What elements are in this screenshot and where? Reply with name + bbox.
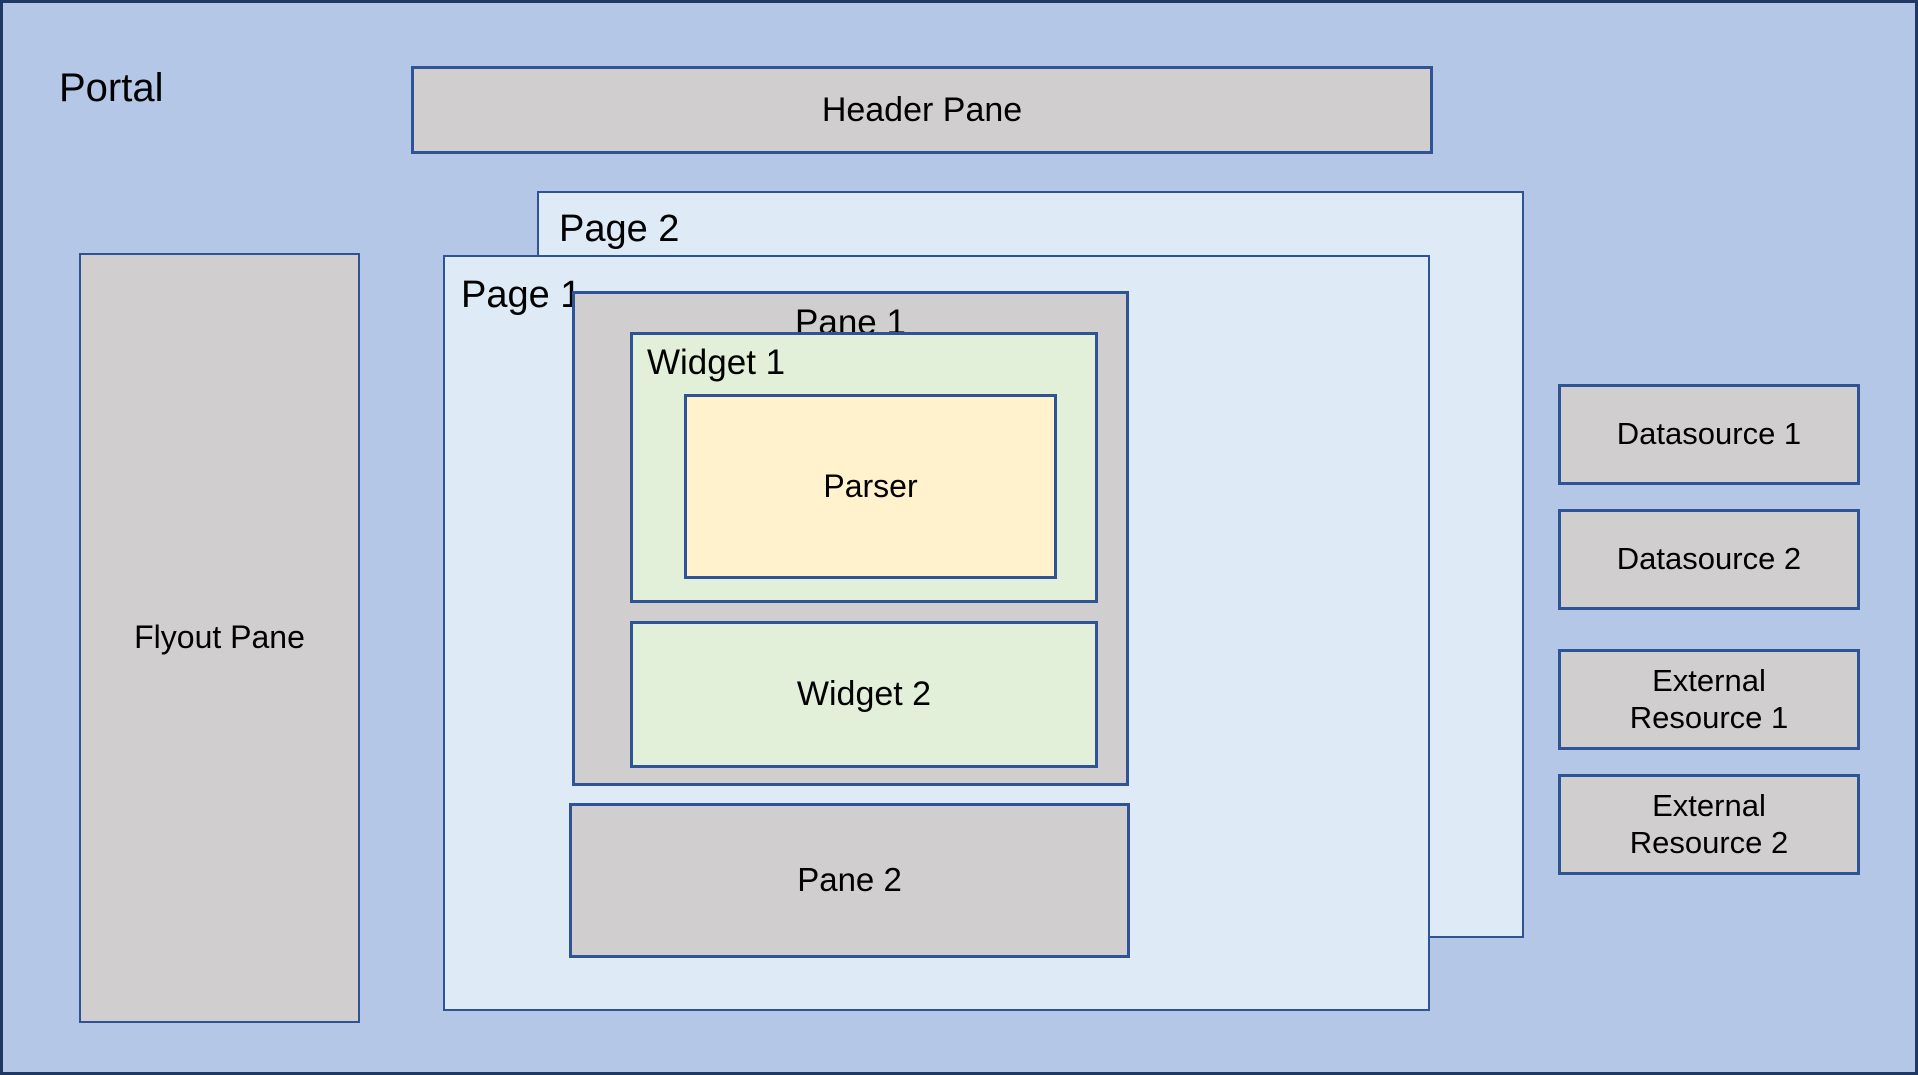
datasource-1-box[interactable]: Datasource 1 (1558, 384, 1860, 485)
flyout-pane-label: Flyout Pane (134, 619, 305, 656)
pane-2-box[interactable]: Pane 2 (569, 803, 1130, 958)
external-resource-1-box[interactable]: External Resource 1 (1558, 649, 1860, 750)
parser-box[interactable]: Parser (684, 394, 1057, 579)
widget-2-label: Widget 2 (796, 675, 932, 714)
header-pane-box[interactable]: Header Pane (411, 66, 1433, 154)
flyout-pane-box[interactable]: Flyout Pane (79, 253, 360, 1023)
portal-title: Portal (59, 66, 164, 110)
widget-1-box[interactable]: Widget 1 Parser (630, 332, 1098, 603)
pane-2-label: Pane 2 (797, 861, 902, 899)
external-resource-2-line2: Resource 2 (1629, 824, 1789, 860)
datasource-2-label: Datasource 2 (1616, 541, 1802, 577)
external-resource-1-label: External Resource 1 (1630, 663, 1789, 736)
parser-label: Parser (823, 467, 918, 504)
datasource-1-label: Datasource 1 (1616, 416, 1802, 452)
external-resource-1-line1: External (1652, 662, 1766, 698)
external-resource-2-label: External Resource 2 (1630, 788, 1789, 861)
external-resource-2-box[interactable]: External Resource 2 (1558, 774, 1860, 875)
page-1-label: Page 1 (461, 274, 582, 316)
datasource-2-box[interactable]: Datasource 2 (1558, 509, 1860, 610)
page-2-label: Page 2 (559, 208, 680, 250)
widget-2-box[interactable]: Widget 2 (630, 621, 1098, 768)
header-pane-label: Header Pane (821, 90, 1023, 129)
external-resource-1-line2: Resource 1 (1629, 699, 1789, 735)
widget-1-label: Widget 1 (647, 343, 786, 382)
external-resource-2-line1: External (1652, 787, 1766, 823)
pane-1-box[interactable]: Pane 1 Widget 1 Parser Widget 2 (572, 291, 1129, 786)
